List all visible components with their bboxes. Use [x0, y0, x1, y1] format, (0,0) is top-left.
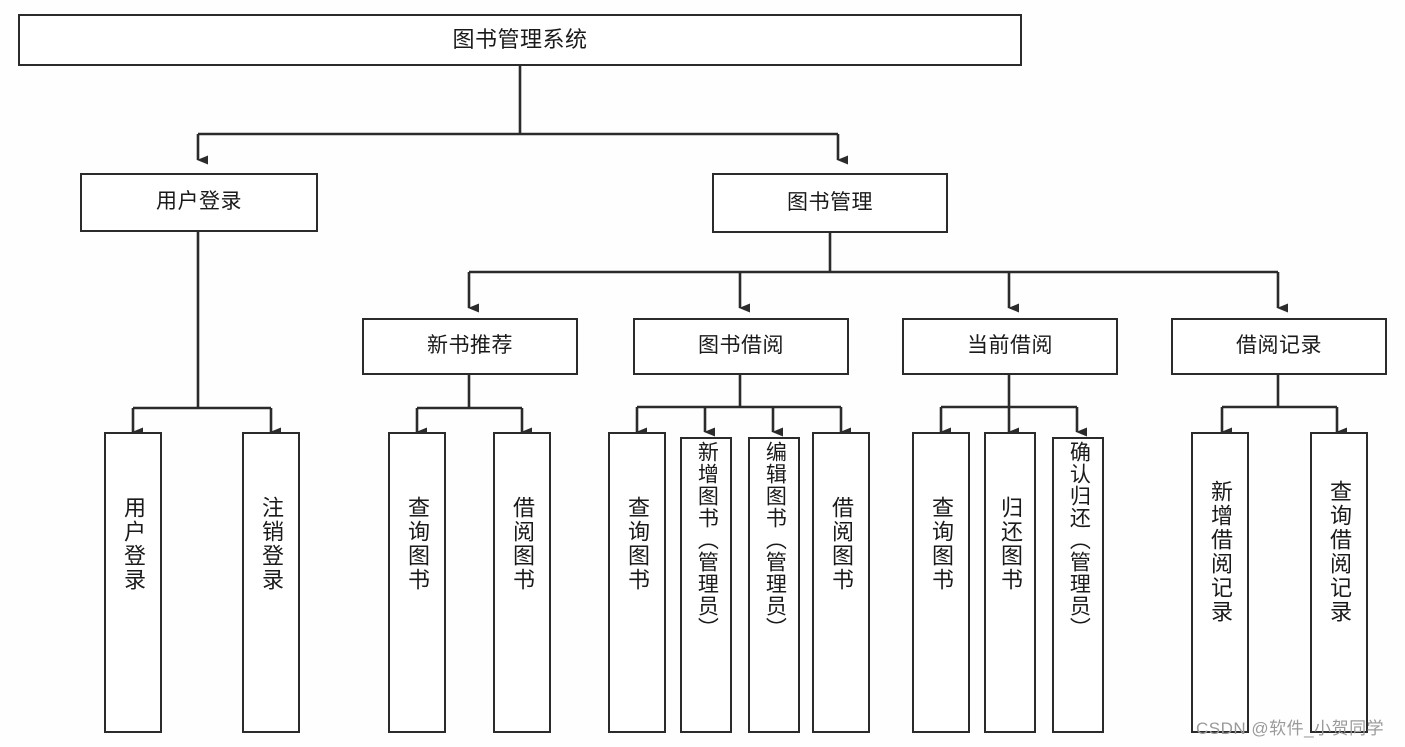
node-label: 新增借阅记录	[1207, 480, 1233, 624]
node-label: 图书管理	[787, 190, 873, 214]
leaf-confirm-return-admin[interactable]: 确认归还（管理员）	[1052, 437, 1104, 733]
leaf-logout-login[interactable]: 注销登录	[242, 432, 300, 733]
node-user-login[interactable]: 用户登录	[80, 173, 318, 232]
leaf-add-book-admin[interactable]: 新增图书（管理员）	[680, 437, 732, 733]
node-new-book-recommend[interactable]: 新书推荐	[362, 318, 578, 375]
node-label: 查询图书	[624, 496, 650, 592]
node-label: 用户登录	[156, 190, 242, 214]
leaf-query-borrow-record[interactable]: 查询借阅记录	[1310, 432, 1368, 733]
leaf-borrow-book[interactable]: 借阅图书	[812, 432, 870, 733]
node-label: 图书管理系统	[452, 27, 588, 53]
leaf-query-book-current[interactable]: 查询图书	[912, 432, 970, 733]
node-label: 图书借阅	[698, 334, 784, 358]
leaf-borrow-book-recommend[interactable]: 借阅图书	[493, 432, 551, 733]
node-label: 查询图书	[928, 496, 954, 592]
node-label: 查询借阅记录	[1326, 480, 1352, 624]
node-label: 编辑图书（管理员）	[763, 441, 787, 639]
leaf-query-book-borrow[interactable]: 查询图书	[608, 432, 666, 733]
leaf-query-book-recommend[interactable]: 查询图书	[388, 432, 446, 733]
node-label: 借阅图书	[828, 496, 854, 592]
node-book-borrow[interactable]: 图书借阅	[633, 318, 849, 375]
leaf-return-book[interactable]: 归还图书	[984, 432, 1036, 733]
node-book-management[interactable]: 图书管理	[712, 173, 948, 233]
node-current-borrow[interactable]: 当前借阅	[902, 318, 1118, 375]
node-label: 用户登录	[120, 496, 146, 592]
leaf-user-login[interactable]: 用户登录	[104, 432, 162, 733]
watermark-text: CSDN @软件_小贺同学	[1196, 719, 1385, 738]
node-label: 当前借阅	[967, 334, 1053, 358]
node-label: 归还图书	[997, 496, 1023, 592]
node-label: 新增图书（管理员）	[695, 441, 719, 639]
node-label: 确认归还（管理员）	[1067, 441, 1091, 639]
node-label: 注销登录	[258, 496, 284, 592]
node-label: 新书推荐	[427, 334, 513, 358]
leaf-add-borrow-record[interactable]: 新增借阅记录	[1191, 432, 1249, 733]
leaf-edit-book-admin[interactable]: 编辑图书（管理员）	[748, 437, 800, 733]
node-label: 借阅记录	[1236, 334, 1322, 358]
node-borrow-record[interactable]: 借阅记录	[1171, 318, 1387, 375]
node-root-book-management-system[interactable]: 图书管理系统	[18, 14, 1022, 66]
node-label: 借阅图书	[509, 496, 535, 592]
node-label: 查询图书	[404, 496, 430, 592]
